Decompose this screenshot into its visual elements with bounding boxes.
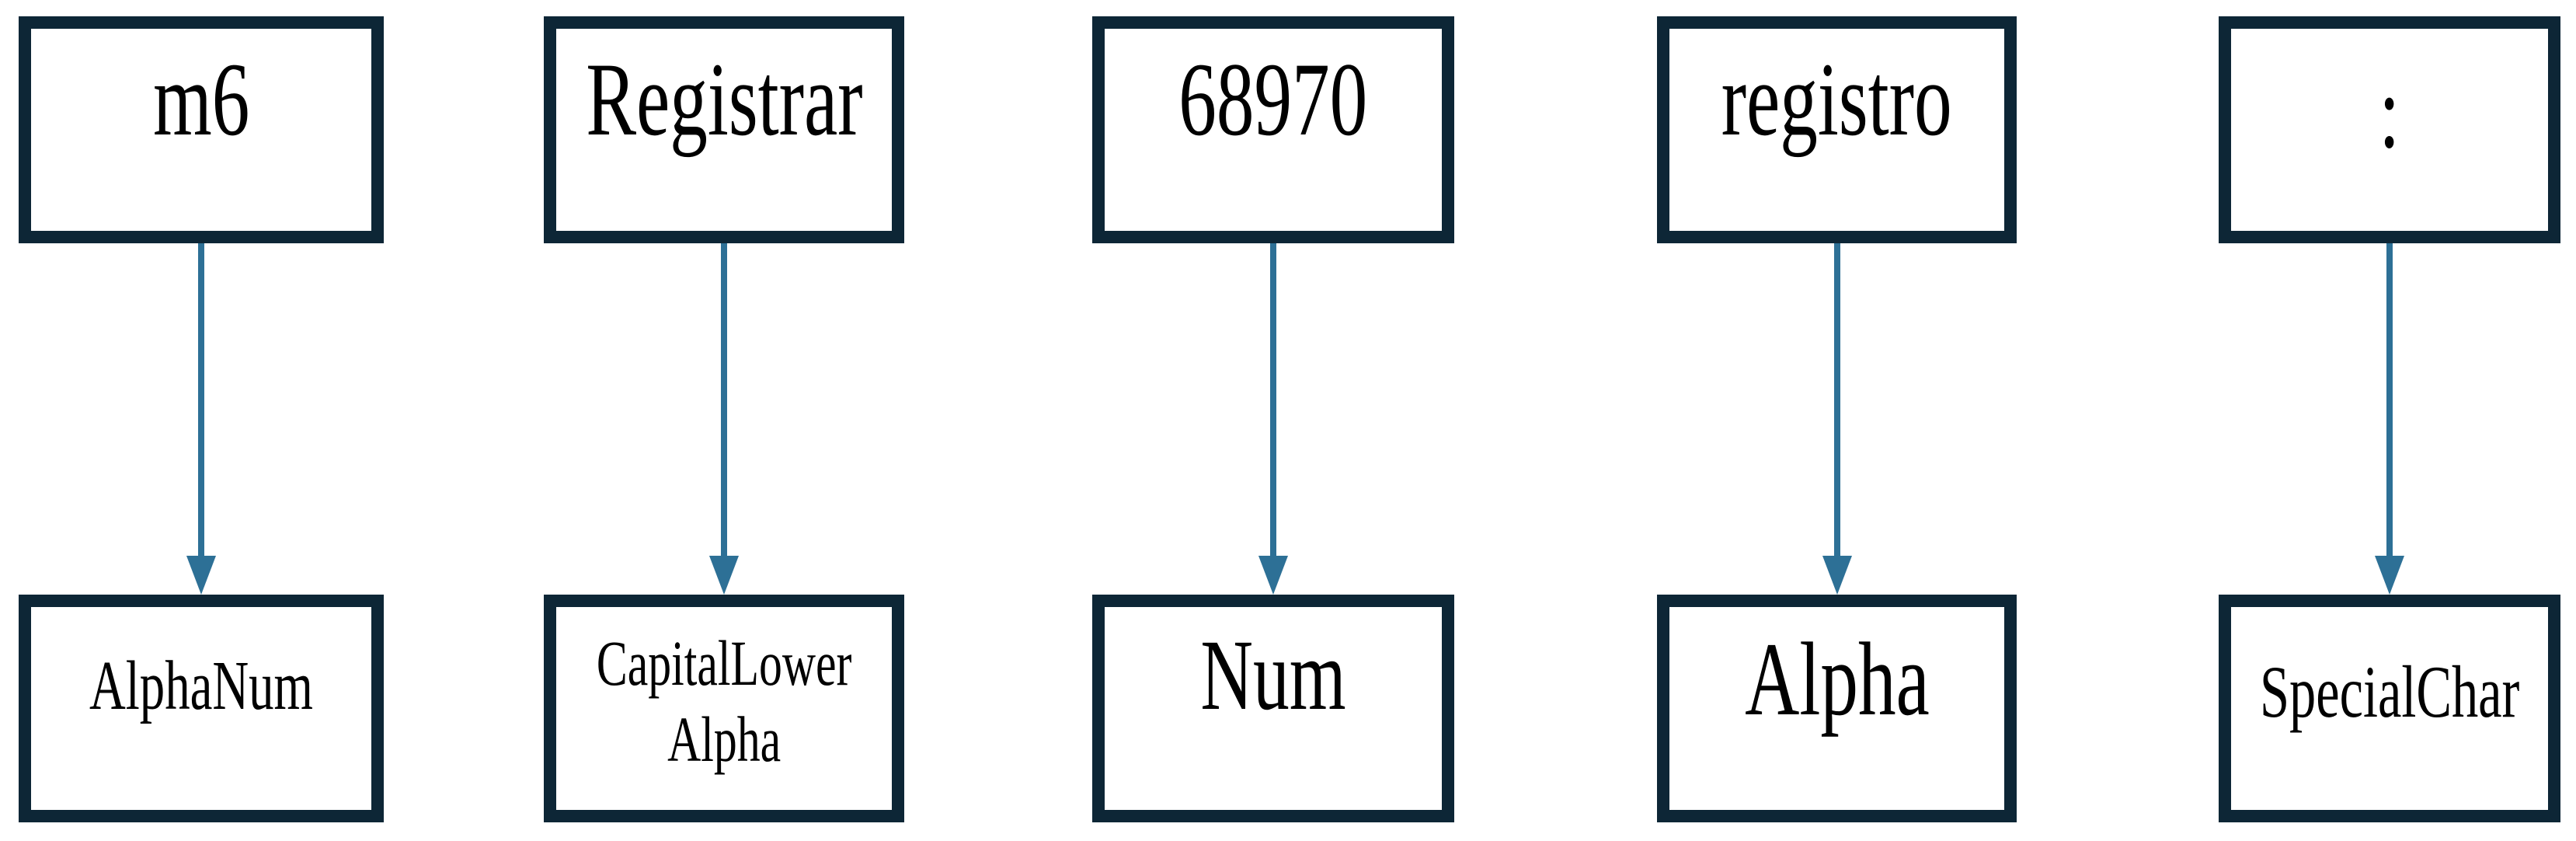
token-column-1: m6 AlphaNum: [19, 16, 384, 822]
category-text: Num: [1200, 619, 1346, 731]
arrow-down-icon: [2375, 243, 2404, 595]
token-text: m6: [152, 42, 250, 158]
category-text: Alpha: [1744, 622, 1930, 738]
category-box: CapitalLower Alpha: [544, 595, 904, 822]
arrow-down-icon: [709, 243, 739, 595]
category-text: AlphaNum: [89, 647, 313, 724]
token-box: 68970: [1092, 16, 1454, 243]
token-box: m6: [19, 16, 384, 243]
category-text: SpecialChar: [2259, 651, 2520, 733]
token-box: registro: [1657, 16, 2017, 243]
category-box: SpecialChar: [2219, 595, 2560, 822]
token-text: 68970: [1178, 42, 1368, 158]
token-text: Registrar: [585, 42, 863, 158]
category-text: CapitalLower Alpha: [596, 627, 852, 775]
token-column-2: Registrar CapitalLower Alpha: [544, 16, 904, 822]
arrow-down-icon: [186, 243, 216, 595]
category-box: Num: [1092, 595, 1454, 822]
arrow-down-icon: [1258, 243, 1288, 595]
category-box: AlphaNum: [19, 595, 384, 822]
token-column-3: 68970 Num: [1092, 16, 1454, 822]
token-text: registro: [1721, 42, 1952, 158]
token-box: Registrar: [544, 16, 904, 243]
token-column-4: registro Alpha: [1657, 16, 2017, 822]
arrow-down-icon: [1822, 243, 1852, 595]
category-box: Alpha: [1657, 595, 2017, 822]
token-text: :: [2379, 54, 2400, 170]
token-column-5: : SpecialChar: [2219, 16, 2560, 822]
token-box: :: [2219, 16, 2560, 243]
